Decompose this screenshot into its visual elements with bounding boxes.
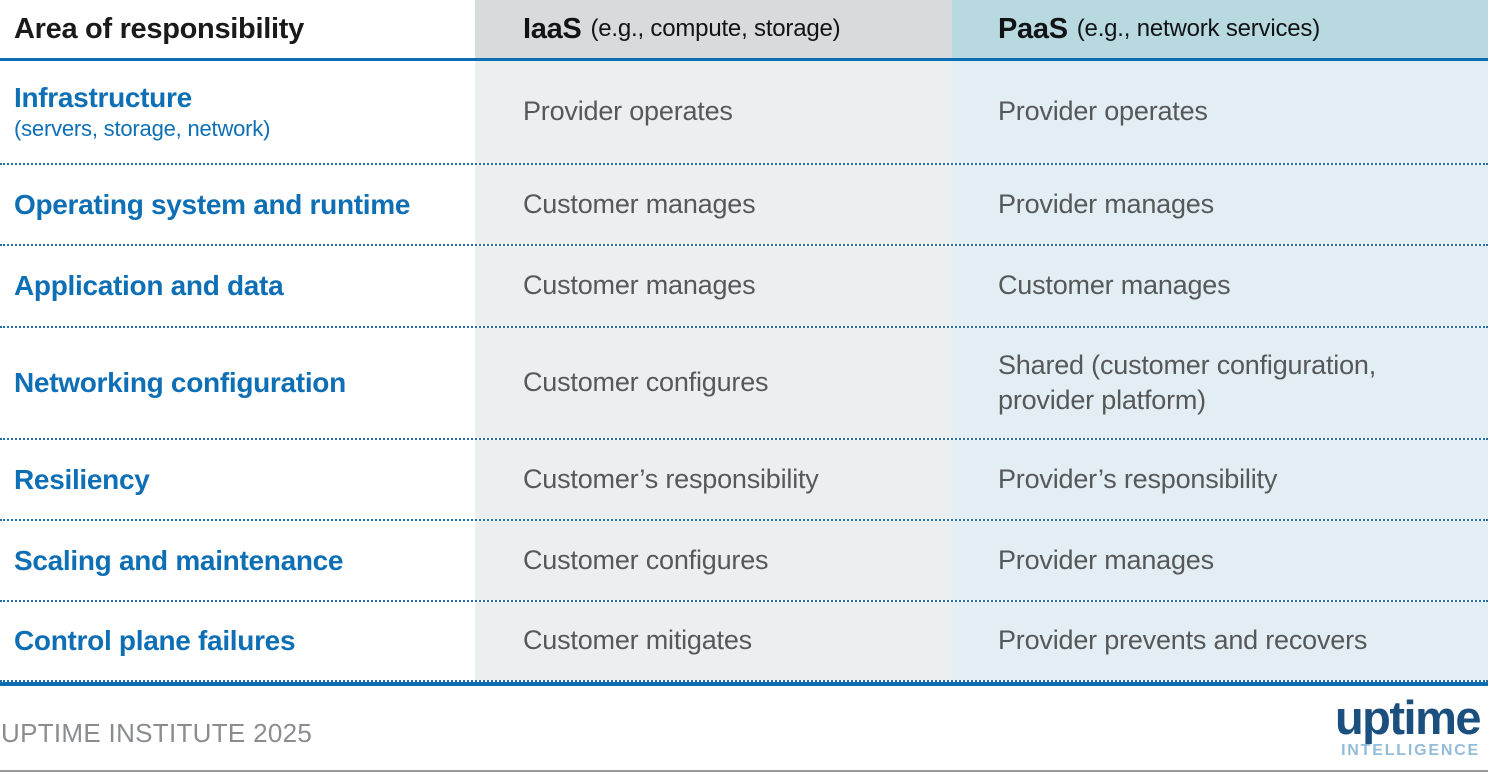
column-header-paas-label: PaaS (998, 12, 1068, 45)
column-header-area: Area of responsibility (0, 0, 475, 58)
paas-cell: Provider prevents and recovers (952, 602, 1488, 680)
column-header-iaas-sublabel: (e.g., compute, storage) (590, 15, 841, 42)
iaas-cell: Customer configures (475, 521, 952, 600)
paas-value: Provider operates (998, 96, 1208, 127)
area-label: Infrastructure (14, 81, 192, 113)
area-cell: Scaling and maintenance (0, 521, 475, 600)
paas-value: Provider manages (998, 188, 1214, 219)
logo-wordmark: uptime (1334, 691, 1482, 744)
column-header-iaas: IaaS (e.g., compute, storage) (475, 0, 952, 58)
area-cell: Networking configuration (0, 328, 475, 438)
table-row-resiliency: Resiliency Customer’s responsibility Pro… (0, 440, 1488, 521)
area-label: Networking configuration (14, 367, 346, 399)
area-note: (servers, storage, network) (14, 115, 271, 141)
footer-bottom-line (0, 770, 1488, 772)
iaas-cell: Customer manages (475, 165, 952, 244)
iaas-value: Customer configures (523, 544, 769, 575)
iaas-value: Customer manages (523, 270, 756, 301)
iaas-value: Customer’s responsibility (523, 463, 819, 494)
iaas-cell: Customer mitigates (475, 602, 952, 680)
area-cell: Resiliency (0, 440, 475, 519)
column-header-iaas-label: IaaS (523, 12, 582, 45)
paas-cell: Provider’s responsibility (952, 440, 1488, 519)
paas-cell: Provider manages (952, 521, 1488, 600)
paas-cell: Customer manages (952, 246, 1488, 326)
paas-cell: Provider manages (952, 165, 1488, 244)
column-header-paas-sublabel: (e.g., network services) (1076, 15, 1321, 42)
iaas-value: Customer mitigates (523, 625, 752, 656)
table-row-scaling-maintenance: Scaling and maintenance Customer configu… (0, 521, 1488, 602)
paas-cell: Shared (customer configuration, provider… (952, 328, 1488, 438)
table-row-networking-configuration: Networking configuration Customer config… (0, 328, 1488, 440)
paas-value: Shared (customer configuration, provider… (998, 349, 1376, 415)
paas-value: Customer manages (998, 270, 1231, 301)
area-label: Scaling and maintenance (14, 544, 344, 576)
table-row-control-plane-failures: Control plane failures Customer mitigate… (0, 602, 1488, 682)
table-row-operating-system: Operating system and runtime Customer ma… (0, 165, 1488, 246)
iaas-value: Customer configures (523, 367, 769, 398)
iaas-cell: Customer configures (475, 328, 952, 438)
header-divider-line (0, 58, 1488, 61)
area-cell: Infrastructure (servers, storage, networ… (0, 61, 475, 163)
area-label: Resiliency (14, 463, 150, 495)
paas-cell: Provider operates (952, 61, 1488, 163)
table-row-application-data: Application and data Customer manages Cu… (0, 246, 1488, 328)
area-label: Operating system and runtime (14, 188, 411, 220)
iaas-value: Customer manages (523, 188, 756, 219)
area-label: Application and data (14, 270, 284, 302)
table-header-row: Area of responsibility IaaS (e.g., compu… (0, 0, 1488, 58)
iaas-value: Provider operates (523, 96, 733, 127)
area-cell: Application and data (0, 246, 475, 326)
logo-subtitle: INTELLIGENCE (1341, 742, 1480, 759)
iaas-cell: Provider operates (475, 61, 952, 163)
column-header-paas: PaaS (e.g., network services) (952, 0, 1488, 58)
iaas-cell: Customer’s responsibility (475, 440, 952, 519)
figure-footer: UPTIME INSTITUTE 2025 uptime INTELLIGENC… (0, 686, 1488, 780)
area-label: Control plane failures (14, 625, 296, 657)
uptime-intelligence-logo: uptime INTELLIGENCE (1334, 691, 1482, 760)
area-cell: Operating system and runtime (0, 165, 475, 244)
paas-value: Provider prevents and recovers (998, 625, 1368, 656)
paas-value: Provider manages (998, 544, 1214, 575)
area-cell: Control plane failures (0, 602, 475, 680)
table-row-infrastructure: Infrastructure (servers, storage, networ… (0, 61, 1488, 165)
iaas-cell: Customer manages (475, 246, 952, 326)
source-credit: UPTIME INSTITUTE 2025 (1, 718, 313, 748)
table-bottom-line (0, 682, 1488, 686)
paas-value: Provider’s responsibility (998, 463, 1278, 494)
column-header-area-label: Area of responsibility (14, 12, 304, 45)
